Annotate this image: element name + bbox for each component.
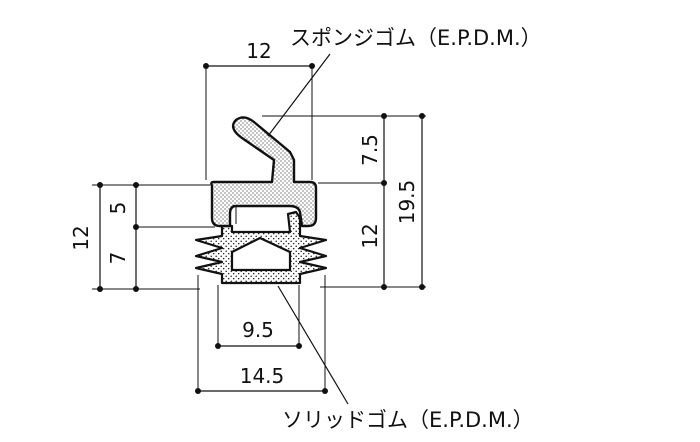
dim-bottom-inner-label: 9.5 — [242, 318, 274, 342]
dim-bottom-inner: 9.5 — [215, 285, 302, 349]
dim-bottom-outer-label: 14.5 — [240, 364, 285, 388]
dim-right-stack: 7.5 12 19.5 — [262, 113, 426, 290]
dim-left-upper-label: 5 — [106, 202, 130, 215]
dim-top-width-label: 12 — [246, 39, 271, 63]
dim-right-total-label: 19.5 — [395, 180, 419, 225]
dim-left-stack: 12 5 7 — [69, 182, 215, 292]
sponge-label: スポンジゴム（E.P.D.M.） — [290, 26, 542, 50]
solid-rubber-base — [194, 210, 328, 285]
sponge-rubber-bulb — [210, 116, 318, 228]
solid-callout: ソリッドゴム（E.P.D.M.） — [277, 285, 534, 432]
dim-right-lower-label: 12 — [358, 223, 382, 248]
dim-left-lower-label: 7 — [106, 252, 130, 265]
dim-top-width: 12 — [203, 39, 315, 180]
dim-left-total-label: 12 — [69, 225, 93, 250]
sponge-callout: スポンジゴム（E.P.D.M.） — [267, 26, 542, 137]
dim-right-upper-label: 7.5 — [358, 134, 382, 166]
solid-label: ソリッドゴム（E.P.D.M.） — [282, 408, 534, 432]
dim-bottom-outer: 14.5 — [195, 275, 328, 394]
